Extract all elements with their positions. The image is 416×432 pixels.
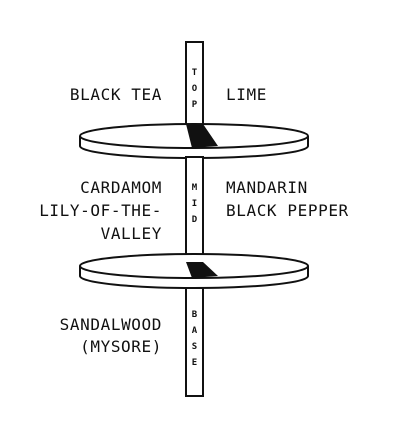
- upper-disc: [79, 123, 309, 159]
- tier-base-letter-1: B: [192, 310, 198, 320]
- tier-mid-letter-1: M: [192, 183, 198, 193]
- column-mid-segment: [185, 156, 204, 268]
- mid-left-note-1: CARDAMOM: [80, 178, 162, 197]
- mid-left-note-2: LILY-OF-THE-: [39, 201, 162, 220]
- tier-mid-letter-3: D: [192, 215, 198, 225]
- column-base-segment: [185, 287, 204, 397]
- base-left-note-1: SANDALWOOD: [60, 315, 162, 334]
- lower-disc-shadow: [186, 262, 218, 278]
- lower-disc: [79, 253, 309, 289]
- top-left-note: BLACK TEA: [70, 85, 162, 104]
- tier-base-letter-3: S: [192, 342, 197, 352]
- tier-base-letter-4: E: [192, 358, 197, 368]
- tier-base-letter-2: A: [192, 326, 198, 336]
- tier-mid-letter-2: I: [192, 199, 197, 209]
- mid-left-note-3: VALLEY: [101, 224, 162, 243]
- mid-right-note-1: MANDARIN: [226, 178, 308, 197]
- tier-top-letter-2: O: [192, 84, 198, 94]
- top-right-note: LIME: [226, 85, 267, 104]
- tier-top-letter-3: P: [192, 100, 198, 110]
- upper-disc-shadow: [186, 124, 218, 148]
- base-left-note-2: (MYSORE): [80, 337, 162, 356]
- tier-label-mid: M I D: [192, 183, 198, 225]
- mid-right-note-2: BLACK PEPPER: [226, 201, 349, 220]
- tier-label-top: T O P: [192, 68, 198, 110]
- tier-top-letter-1: T: [192, 68, 198, 78]
- tier-label-base: B A S E: [192, 310, 198, 368]
